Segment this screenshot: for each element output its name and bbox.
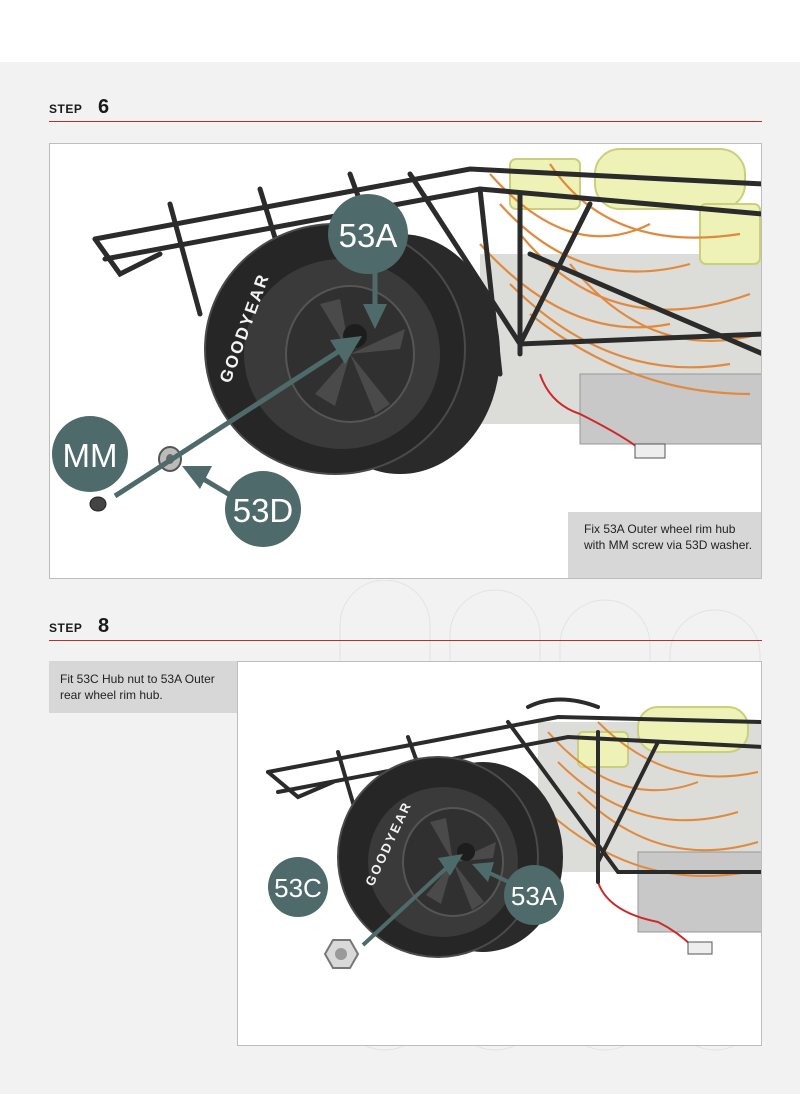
step-6-caption: Fix 53A Outer wheel rim hub with MM scre… — [568, 512, 761, 578]
hub-nut-53c — [323, 939, 360, 969]
step-6-heading: step 6 — [49, 96, 762, 122]
step-6-illustration: GOODYEAR 53A MM 53D — [52, 148, 761, 547]
step-number: 6 — [98, 96, 110, 118]
callout-53d: 53D — [225, 471, 301, 547]
step-number: 8 — [98, 615, 110, 637]
screw-mm — [89, 496, 107, 512]
page-top-band — [0, 0, 800, 62]
callout-label-mm: MM — [63, 437, 118, 474]
step-8-illustration-panel: GOODYEAR 53C 53A — [237, 661, 762, 1046]
step-8-caption: Fit 53C Hub nut to 53A Outer rear wheel … — [49, 661, 237, 713]
callout-label-53a: 53A — [339, 217, 398, 254]
callout-53a: 53A — [328, 194, 408, 274]
callout-label-53a: 53A — [511, 881, 558, 911]
rear-tire: GOODYEAR — [337, 756, 563, 958]
step-word: step — [49, 102, 83, 116]
callout-53c: 53C — [268, 857, 328, 917]
callout-label-53d: 53D — [233, 492, 294, 529]
step-6-illustration-panel: GOODYEAR 53A MM 53D — [49, 143, 762, 579]
arrows — [113, 264, 387, 507]
callout-mm: MM — [52, 416, 128, 492]
callout-53a: 53A — [504, 865, 564, 925]
step-8-heading: step 8 — [49, 615, 762, 641]
step-word: step — [49, 621, 83, 635]
callout-label-53c: 53C — [274, 873, 322, 903]
step-8-illustration: GOODYEAR 53C 53A — [266, 697, 761, 969]
engine-block — [538, 706, 761, 955]
